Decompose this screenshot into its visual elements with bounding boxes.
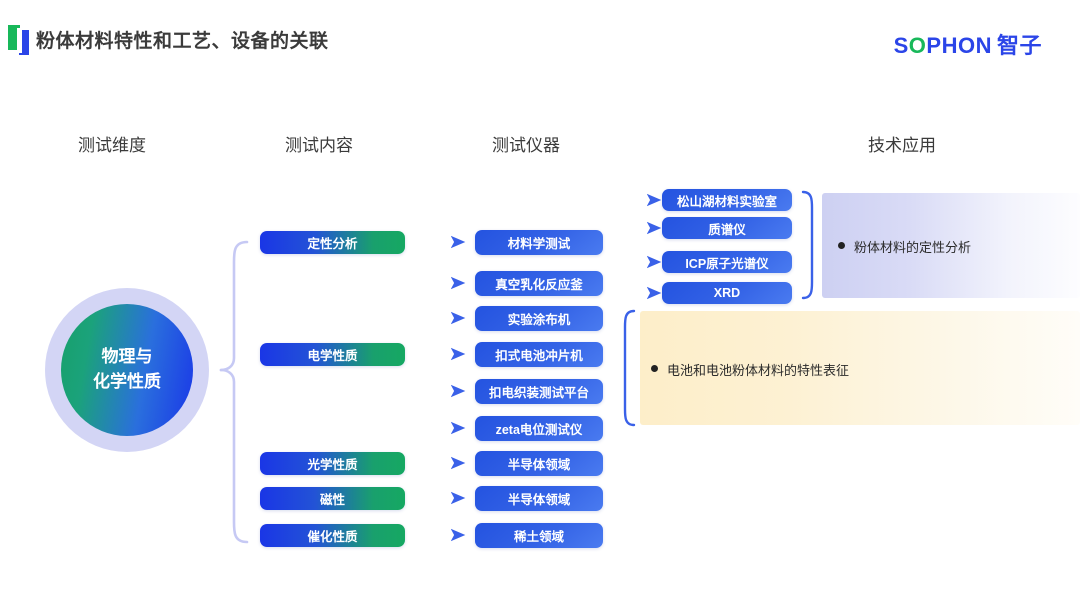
lab-box-songshanhu[interactable]: 松山湖材料实验室 [662, 189, 792, 211]
instrument-box-zeta-analyzer[interactable]: zeta电位测试仪 [475, 416, 603, 441]
logo-phon: PHON [926, 33, 992, 58]
logo-o-green: O [908, 33, 927, 58]
lab-box-mass-spec[interactable]: 质谱仪 [662, 217, 792, 239]
application-text-qualitative: 粉体材料的定性分析 [854, 240, 972, 255]
instrument-box-material-test[interactable]: 材料学测试 [475, 230, 603, 255]
instrument-box-rare-earth[interactable]: 稀土领域 [475, 523, 603, 548]
instrument-box-cell-test-platform[interactable]: 扣电织装测试平台 [475, 379, 603, 404]
column-header-instrument: 测试仪器 [492, 136, 560, 155]
page-title: 粉体材料特性和工艺、设备的关联 [36, 31, 329, 52]
instrument-box-lab-coater[interactable]: 实验涂布机 [475, 306, 603, 331]
lab-fanout [598, 193, 662, 300]
dimension-box-optical[interactable]: 光学性质 [260, 452, 405, 475]
root-circle-line1: 物理与 [101, 347, 153, 367]
lab-box-xrd[interactable]: XRD [662, 282, 792, 304]
logo-s: S [893, 33, 909, 58]
column-header-dimension: 测试维度 [78, 136, 146, 155]
lab-box-icp[interactable]: ICP原子光谱仪 [662, 251, 792, 273]
instrument-box-vacuum-reactor[interactable]: 真空乳化反应釜 [475, 271, 603, 296]
dimension-box-qualitative[interactable]: 定性分析 [260, 231, 405, 254]
dimension-box-magnetic[interactable]: 磁性 [260, 487, 405, 510]
root-circle[interactable]: 物理与 化学性质 [61, 304, 193, 436]
application-bullet-2 [651, 365, 658, 372]
root-brace [219, 240, 249, 544]
dimension-box-electrical[interactable]: 电学性质 [260, 343, 405, 366]
electrical-fanout [406, 276, 466, 435]
application-text-battery: 电池和电池粉体材料的特性表征 [667, 363, 850, 378]
dimension-arrows [406, 235, 466, 542]
root-circle-line2: 化学性质 [93, 372, 161, 391]
column-header-content: 测试内容 [285, 136, 353, 155]
logo-chinese: 智子 [996, 33, 1042, 58]
application-panel-battery[interactable] [640, 311, 1080, 425]
brand-mark-icon [8, 25, 34, 55]
lab-group-bracket [801, 190, 814, 300]
column-header-application: 技术应用 [868, 136, 936, 155]
dimension-box-catalytic[interactable]: 催化性质 [260, 524, 405, 547]
instrument-box-semiconductor-1[interactable]: 半导体领域 [475, 451, 603, 476]
battery-group-bracket [623, 309, 636, 427]
application-bullet-1 [838, 242, 845, 249]
application-panel-qualitative[interactable] [822, 193, 1080, 298]
instrument-box-semiconductor-2[interactable]: 半导体领域 [475, 486, 603, 511]
instrument-box-coin-cell-punch[interactable]: 扣式电池冲片机 [475, 342, 603, 367]
